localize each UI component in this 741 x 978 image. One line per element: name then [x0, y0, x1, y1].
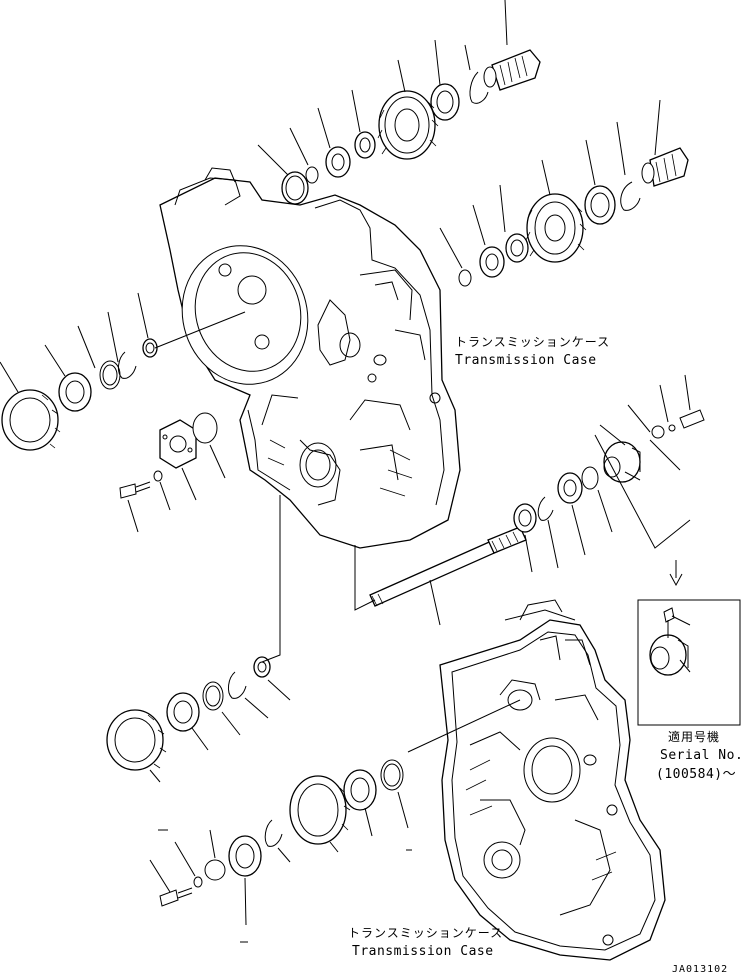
upper-case-label-jp: トランスミッションケース	[455, 335, 611, 349]
upper-gear-train	[281, 49, 689, 287]
upper-case-label-en: Transmission Case	[455, 353, 597, 368]
leader-lines	[0, 0, 691, 943]
lower-transmission-case	[439, 599, 666, 961]
upper-transmission-case	[159, 167, 461, 549]
serial-label-jp: 適用号機	[668, 730, 721, 744]
left-gear-stack	[1, 338, 218, 499]
lower-case-label-jp: トランスミッションケース	[348, 926, 504, 940]
output-shaft-assembly	[354, 409, 705, 611]
serial-detail-inset	[637, 560, 741, 726]
serial-label-en: Serial No.	[660, 748, 741, 763]
lower-gear-stack	[106, 656, 404, 907]
serial-range: (100584)～	[656, 767, 737, 782]
lower-case-label-en: Transmission Case	[352, 944, 494, 959]
drawing-code: JA013102	[672, 964, 729, 975]
